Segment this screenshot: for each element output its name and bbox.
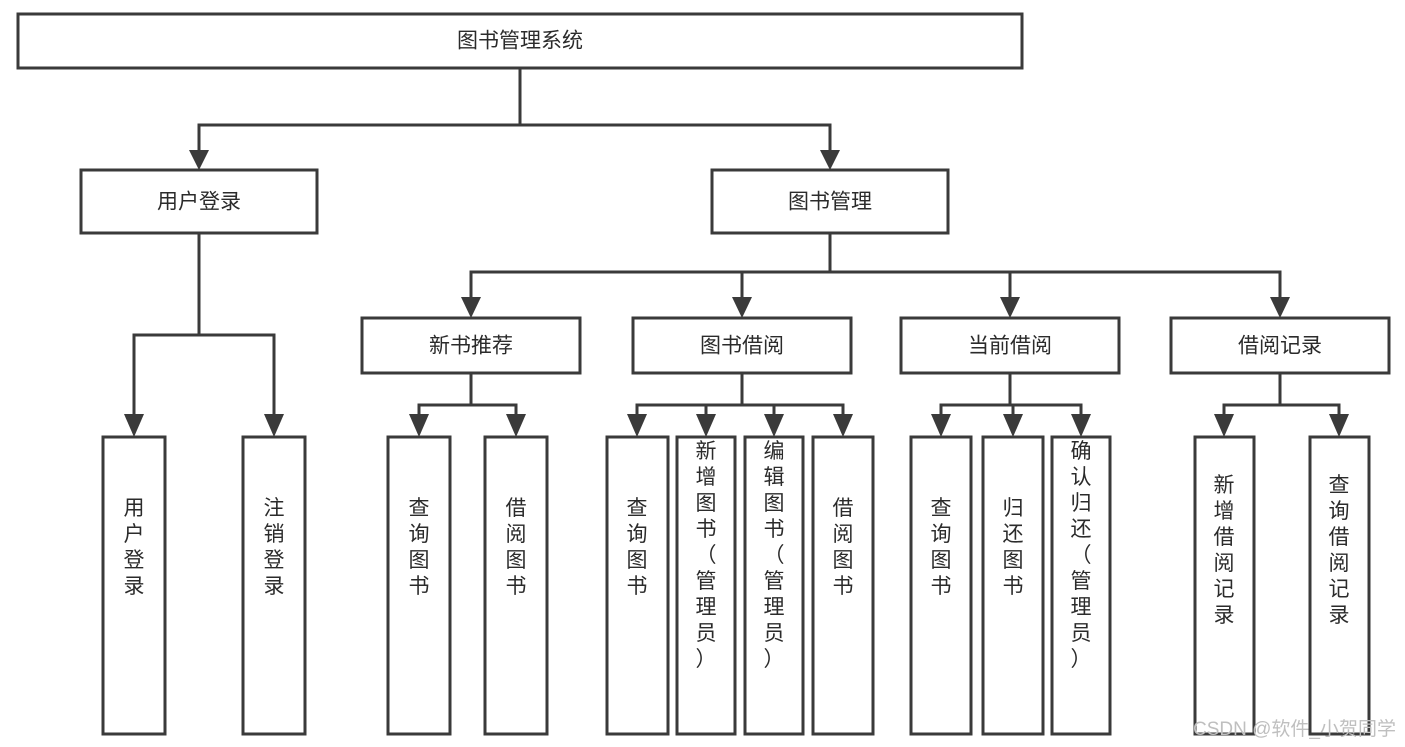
node-leaf-edit-book-admin-box[interactable] bbox=[743, 435, 805, 736]
node-borrow-record-label: 借阅记录 bbox=[1238, 335, 1322, 358]
node-new-book-recommend-box[interactable] bbox=[360, 316, 582, 375]
node-leaf-add-book-admin-box[interactable] bbox=[675, 435, 737, 736]
connector-group-user-login bbox=[124, 231, 284, 437]
connector-group-book-management bbox=[461, 231, 1290, 318]
arrow-to-leaf-query-borrow-record bbox=[1329, 414, 1349, 437]
node-new-book-recommend-label: 新书推荐 bbox=[429, 335, 513, 358]
node-leaf-borrow-book-recommend-label: 借阅图书 bbox=[506, 497, 527, 598]
node-leaf-add-borrow-record[interactable]: 新增借阅记录 bbox=[1193, 435, 1256, 736]
connector-group-book-borrow bbox=[627, 371, 853, 437]
node-leaf-query-book-borrow-box[interactable] bbox=[605, 435, 670, 736]
arrow-to-leaf-borrow-book-recommend bbox=[506, 414, 526, 437]
node-leaf-borrow-book[interactable]: 借阅图书 bbox=[811, 435, 875, 736]
node-leaf-add-book-admin-label: 新增图书（管理员） bbox=[696, 440, 717, 671]
node-book-borrow[interactable]: 图书借阅 bbox=[631, 316, 853, 375]
arrow-to-leaf-query-book-current bbox=[931, 414, 951, 437]
arrow-to-leaf-query-book-recommend bbox=[409, 414, 429, 437]
node-leaf-add-borrow-record-box[interactable] bbox=[1193, 435, 1256, 736]
node-leaf-query-borrow-record-label: 查询借阅记录 bbox=[1329, 474, 1350, 627]
node-book-borrow-label: 图书借阅 bbox=[700, 335, 784, 358]
node-leaf-query-book-current-box[interactable] bbox=[909, 435, 973, 736]
node-current-borrow-label: 当前借阅 bbox=[968, 335, 1052, 358]
node-leaf-edit-book-admin-label: 编辑图书（管理员） bbox=[764, 440, 785, 671]
node-book-borrow-box[interactable] bbox=[631, 316, 853, 375]
node-leaf-query-book-borrow-label: 查询图书 bbox=[627, 497, 648, 598]
node-borrow-record-box[interactable] bbox=[1169, 316, 1391, 375]
arrow-to-leaf-logout-login bbox=[264, 414, 284, 437]
node-leaf-user-login[interactable]: 用户登录 bbox=[101, 435, 167, 736]
node-leaf-add-borrow-record-label: 新增借阅记录 bbox=[1214, 474, 1235, 627]
node-user-login[interactable]: 用户登录 bbox=[79, 168, 319, 235]
node-leaf-confirm-return-admin-box[interactable] bbox=[1050, 435, 1112, 736]
node-leaf-query-book-recommend[interactable]: 查询图书 bbox=[386, 435, 452, 736]
node-leaf-logout-login-box[interactable] bbox=[241, 435, 307, 736]
node-leaf-query-book-current-label: 查询图书 bbox=[931, 497, 952, 598]
node-leaf-confirm-return-admin-label: 确认归还（管理员） bbox=[1071, 440, 1092, 671]
node-leaf-logout-login[interactable]: 注销登录 bbox=[241, 435, 307, 736]
node-leaf-query-borrow-record-box[interactable] bbox=[1308, 435, 1371, 736]
arrow-to-current-borrow bbox=[1000, 297, 1020, 318]
arrow-to-leaf-query-book-borrow bbox=[627, 414, 647, 437]
arrow-to-leaf-confirm-return-admin bbox=[1071, 414, 1091, 437]
leaf-nodes-group: 用户登录 注销登录 查询图书 借阅图书 查询图书 新增图书（管理员） 编辑图书（… bbox=[101, 435, 1371, 736]
arrow-to-leaf-add-book-admin bbox=[696, 414, 716, 437]
node-leaf-query-book-recommend-label: 查询图书 bbox=[409, 497, 430, 598]
node-borrow-record[interactable]: 借阅记录 bbox=[1169, 316, 1391, 375]
node-book-management[interactable]: 图书管理 bbox=[710, 168, 950, 235]
node-leaf-confirm-return-admin[interactable]: 确认归还（管理员） bbox=[1050, 435, 1112, 736]
node-book-management-box[interactable] bbox=[710, 168, 950, 235]
arrow-to-leaf-edit-book-admin bbox=[764, 414, 784, 437]
connector-group-current-borrow bbox=[931, 371, 1091, 437]
arrow-to-leaf-return-book bbox=[1003, 414, 1023, 437]
watermark-text: CSDN @软件_小贺同学 bbox=[1193, 718, 1396, 740]
arrow-to-new-book-recommend bbox=[461, 297, 481, 318]
node-leaf-borrow-book-box[interactable] bbox=[811, 435, 875, 736]
connector-group-new-book-recommend bbox=[409, 371, 526, 437]
arrow-to-leaf-add-borrow-record bbox=[1214, 414, 1234, 437]
node-leaf-borrow-book-label: 借阅图书 bbox=[833, 497, 854, 598]
connector-group-root bbox=[189, 66, 840, 170]
node-leaf-return-book-label: 归还图书 bbox=[1003, 497, 1024, 598]
node-leaf-edit-book-admin[interactable]: 编辑图书（管理员） bbox=[743, 435, 805, 736]
node-user-login-box[interactable] bbox=[79, 168, 319, 235]
node-leaf-user-login-box[interactable] bbox=[101, 435, 167, 736]
arrow-to-book-management bbox=[820, 150, 840, 170]
node-leaf-query-book-recommend-box[interactable] bbox=[386, 435, 452, 736]
node-leaf-user-login-label: 用户登录 bbox=[124, 497, 145, 598]
node-leaf-add-book-admin[interactable]: 新增图书（管理员） bbox=[675, 435, 737, 736]
node-leaf-borrow-book-recommend-box[interactable] bbox=[483, 435, 549, 736]
arrow-to-book-borrow bbox=[732, 297, 752, 318]
node-root[interactable]: 图书管理系统 bbox=[16, 12, 1024, 70]
node-leaf-logout-login-label: 注销登录 bbox=[264, 497, 285, 598]
node-leaf-query-book-borrow[interactable]: 查询图书 bbox=[605, 435, 670, 736]
arrow-to-borrow-record bbox=[1270, 297, 1290, 318]
node-leaf-return-book-box[interactable] bbox=[981, 435, 1045, 736]
node-root-box[interactable] bbox=[16, 12, 1024, 70]
node-leaf-borrow-book-recommend[interactable]: 借阅图书 bbox=[483, 435, 549, 736]
node-leaf-query-borrow-record[interactable]: 查询借阅记录 bbox=[1308, 435, 1371, 736]
node-leaf-query-book-current[interactable]: 查询图书 bbox=[909, 435, 973, 736]
node-current-borrow-box[interactable] bbox=[899, 316, 1121, 375]
node-user-login-label: 用户登录 bbox=[157, 191, 241, 214]
arrow-to-leaf-borrow-book bbox=[833, 414, 853, 437]
node-book-management-label: 图书管理 bbox=[788, 191, 872, 214]
node-root-label: 图书管理系统 bbox=[457, 30, 583, 53]
node-current-borrow[interactable]: 当前借阅 bbox=[899, 316, 1121, 375]
connector-group-borrow-record bbox=[1214, 371, 1349, 437]
node-new-book-recommend[interactable]: 新书推荐 bbox=[360, 316, 582, 375]
arrow-to-user-login bbox=[189, 150, 209, 170]
node-leaf-return-book[interactable]: 归还图书 bbox=[981, 435, 1045, 736]
arrow-to-leaf-user-login bbox=[124, 414, 144, 437]
